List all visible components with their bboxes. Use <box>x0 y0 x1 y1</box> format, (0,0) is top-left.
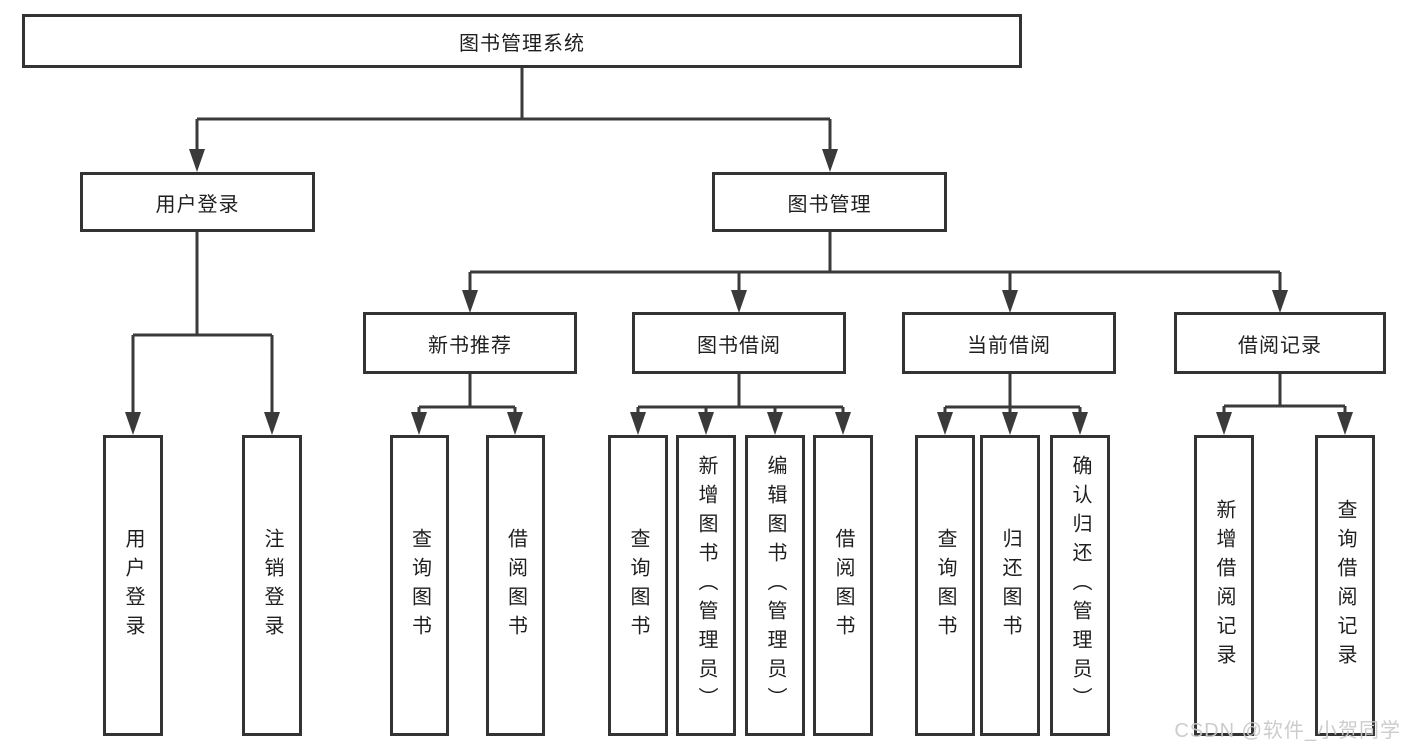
leaf-query-books-current-label: 查询图书 <box>934 527 956 644</box>
leaf-borrow-books-recommend-label: 借阅图书 <box>504 527 527 644</box>
leaf-confirm-return-admin-label: 确认归还（管理员） <box>1069 455 1091 716</box>
leaf-add-borrow-record: 新增借阅记录 <box>1194 435 1254 736</box>
node-user-login: 用户登录 <box>80 172 315 232</box>
node-book-management: 图书管理 <box>712 172 947 232</box>
leaf-add-borrow-record-label: 新增借阅记录 <box>1213 498 1235 673</box>
node-library-management-system: 图书管理系统 <box>22 14 1022 68</box>
node-new-book-recommend: 新书推荐 <box>363 312 577 374</box>
leaf-borrow-books-recommend: 借阅图书 <box>486 435 545 736</box>
leaf-add-book-admin-label: 新增图书（管理员） <box>695 455 717 716</box>
leaf-logout-label: 注销登录 <box>261 527 283 644</box>
leaf-edit-book-admin-label: 编辑图书（管理员） <box>764 455 786 716</box>
node-current-borrow: 当前借阅 <box>902 312 1116 374</box>
leaf-query-borrow-record-label: 查询借阅记录 <box>1334 498 1356 673</box>
leaf-query-books-borrow: 查询图书 <box>608 435 668 736</box>
leaf-query-borrow-record: 查询借阅记录 <box>1315 435 1375 736</box>
leaf-user-login-label: 用户登录 <box>122 527 144 644</box>
node-borrow-records: 借阅记录 <box>1174 312 1386 374</box>
leaf-add-book-admin: 新增图书（管理员） <box>676 435 736 736</box>
leaf-confirm-return-admin: 确认归还（管理员） <box>1050 435 1110 736</box>
leaf-query-books-recommend: 查询图书 <box>390 435 449 736</box>
leaf-borrow-books-label: 借阅图书 <box>832 527 854 644</box>
leaf-logout: 注销登录 <box>242 435 302 736</box>
node-book-borrow: 图书借阅 <box>632 312 846 374</box>
leaf-query-books-current: 查询图书 <box>915 435 975 736</box>
leaf-query-books-borrow-label: 查询图书 <box>627 527 649 644</box>
leaf-user-login: 用户登录 <box>103 435 163 736</box>
leaf-borrow-books: 借阅图书 <box>813 435 873 736</box>
leaf-return-book: 归还图书 <box>980 435 1040 736</box>
leaf-return-book-label: 归还图书 <box>999 527 1021 644</box>
leaf-query-books-recommend-label: 查询图书 <box>408 527 431 644</box>
leaf-edit-book-admin: 编辑图书（管理员） <box>745 435 805 736</box>
